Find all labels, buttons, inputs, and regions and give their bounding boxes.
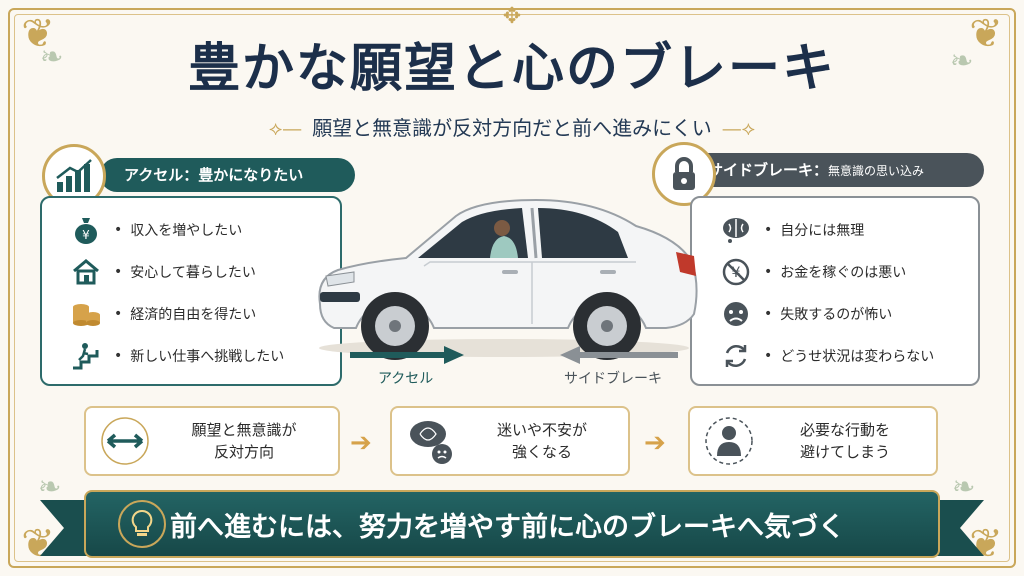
page-subtitle: ⟡— 願望と無意識が反対方向だと前へ進みにくい —⟡ (0, 112, 1024, 141)
car-illustration (306, 186, 702, 362)
brain-icon (720, 214, 752, 246)
leaf-icon: ❧ (950, 44, 974, 77)
accel-header: アクセル：豊かになりたい (100, 158, 355, 192)
step-card: 願望と無意識が反対方向 (84, 406, 340, 476)
brake-item-label: お金を稼ぐのは悪い (780, 265, 907, 281)
anxious-thought-icon (406, 416, 456, 466)
corner-ornament-icon: ❦ (21, 521, 55, 567)
brake-arrow-label: サイドブレーキ (564, 371, 662, 387)
corner-ornament-icon: ❦ (21, 11, 55, 57)
leaf-icon: ❧ (40, 40, 64, 73)
conclusion-banner (84, 490, 940, 558)
brake-header-main: サイドブレーキ： (708, 161, 829, 179)
next-arrow-icon: ➔ (350, 428, 372, 458)
brake-item-label: 自分には無理 (780, 223, 865, 239)
accel-item-label: 収入を増やしたい (130, 223, 243, 239)
lightbulb-icon (118, 500, 166, 548)
subtitle-text: 願望と無意識が反対方向だと前へ進みにくい (312, 116, 712, 140)
brake-panel: •自分には無理 ¥ •お金を稼ぐのは悪い •失敗するのが怖い •どうせ状況は変わ… (690, 196, 980, 386)
outer-frame (8, 8, 1016, 568)
sparkle-icon: —⟡ (721, 116, 756, 140)
list-item: •自分には無理 (720, 214, 864, 246)
leaf-icon: ❧ (38, 470, 62, 503)
next-arrow-icon: ➔ (644, 428, 666, 458)
accel-arrow-label: アクセル (378, 371, 434, 387)
lock-icon (652, 142, 716, 206)
worried-face-icon (720, 298, 752, 330)
step-line: 反対方向 (213, 443, 274, 461)
page-title: 豊かな願望と心のブレーキ (187, 38, 836, 99)
cycle-icon (720, 340, 752, 372)
brake-item-label: 失敗するのが怖い (780, 307, 893, 323)
brake-header: サイドブレーキ：無意識の思い込み (672, 153, 984, 187)
list-item: •経済的自由を得たい (70, 298, 256, 330)
climbing-stairs-icon (70, 340, 102, 372)
money-bag-icon: ¥ (70, 214, 102, 246)
accel-arrow-icon (350, 346, 464, 364)
person-icon (704, 416, 754, 466)
corner-ornament-icon: ❦ (969, 11, 1003, 57)
list-item: •安心して暮らしたい (70, 256, 256, 288)
corner-ornament-icon: ❦ (969, 521, 1003, 567)
inner-frame (14, 14, 1010, 562)
brake-header-sub: 無意識の思い込み (828, 164, 925, 178)
leaf-icon: ❧ (952, 470, 976, 503)
step-card: 迷いや不安が強くなる (390, 406, 630, 476)
list-item: •どうせ状況は変わらない (720, 340, 934, 372)
list-item: •新しい仕事へ挑戦したい (70, 340, 284, 372)
top-ornament-icon: ✥ (502, 4, 522, 29)
coins-icon (70, 298, 102, 330)
step-card: 必要な行動を避けてしまう (688, 406, 938, 476)
brake-item-label: どうせ状況は変わらない (780, 349, 935, 365)
accel-item-label: 経済的自由を得たい (130, 307, 257, 323)
accel-item-label: 安心して暮らしたい (130, 265, 256, 281)
step-line: 迷いや不安が (496, 421, 587, 439)
step-line: 強くなる (511, 443, 572, 461)
house-icon (70, 256, 102, 288)
svg-text:¥: ¥ (82, 228, 90, 242)
banner-text: 前へ進むには、努力を増やす前に心のブレーキへ気づく (170, 512, 845, 543)
list-item: •失敗するのが怖い (720, 298, 892, 330)
list-item: ¥ •お金を稼ぐのは悪い (720, 256, 906, 288)
accel-panel: ¥ •収入を増やしたい •安心して暮らしたい •経済的自由を得たい •新しい仕事… (40, 196, 342, 386)
opposing-arrows-icon (100, 416, 150, 466)
sparkle-icon: ⟡— (268, 116, 303, 140)
step-line: 願望と無意識が (191, 421, 297, 439)
accel-item-label: 新しい仕事へ挑戦したい (130, 349, 285, 365)
list-item: ¥ •収入を増やしたい (70, 214, 242, 246)
step-line: 避けてしまう (799, 443, 890, 461)
brake-arrow-icon (560, 346, 678, 364)
step-line: 必要な行動を (799, 421, 890, 439)
no-yen-icon: ¥ (720, 256, 752, 288)
